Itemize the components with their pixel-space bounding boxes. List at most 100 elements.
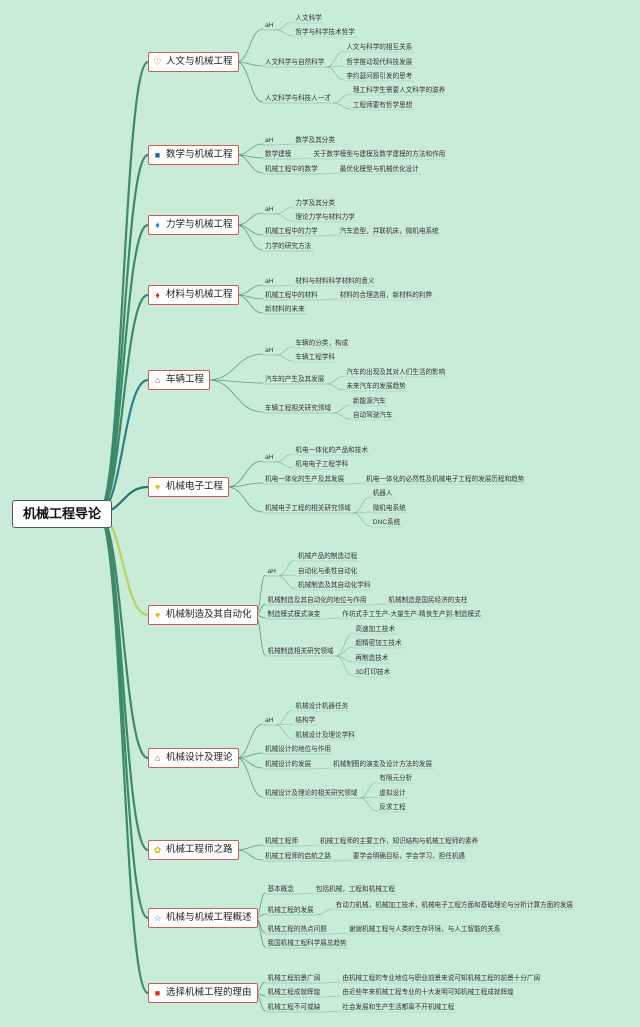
connector-line xyxy=(328,932,347,935)
leaf-topic[interactable]: 作坊式手工生产-大量生产-精良生产到-制造模式 xyxy=(342,611,481,618)
leaf-topic[interactable]: 数学及其分类 xyxy=(295,137,335,144)
leaf-topic[interactable]: 汽车造型，并联机床，微机电系统 xyxy=(339,228,439,235)
subtopic[interactable]: 车辆工程相关研究领域 xyxy=(265,405,331,412)
branch-topic[interactable]: ♡人文与机械工程 xyxy=(148,52,239,72)
leaf-topic[interactable]: 有动力机械，机械加工技术，机械电子工程方面和基础理论与分析计算方面的发展 xyxy=(335,902,574,909)
subtopic[interactable]: aH xyxy=(265,347,274,354)
leaf-topic[interactable]: 机械产品的制造过程 xyxy=(297,553,358,560)
subtopic[interactable]: 力学的研究方法 xyxy=(265,243,312,250)
subtopic[interactable]: aH xyxy=(265,278,274,285)
leaf-topic[interactable]: 理工科学生需要人文科学的滋养 xyxy=(352,87,446,94)
leaf-topic[interactable]: 结构学 xyxy=(295,717,316,724)
leaf-topic[interactable]: 未来汽车的发展趋势 xyxy=(346,383,406,390)
leaf-topic[interactable]: 社会发展和生产生活都离不开机械工程 xyxy=(342,1004,455,1011)
leaf-topic[interactable]: 机械工程师的主要工作，知识结构与机械工程师的素养 xyxy=(319,838,479,845)
leaf-topic[interactable]: 微机电系统 xyxy=(372,505,406,512)
subtopic[interactable]: 我国机械工程科学展总趋势 xyxy=(267,940,347,947)
subtopic[interactable]: 机电一体化的生产及其发展 xyxy=(265,476,345,483)
leaf-topic[interactable]: 自动化与柔性自动化 xyxy=(297,568,358,575)
branch-topic[interactable]: ♦材料与机械工程 xyxy=(148,285,239,305)
leaf-topic[interactable]: 机电一体化的必然性及机械电子工程的发展历程和趋势 xyxy=(366,476,525,483)
subtopic[interactable]: aH xyxy=(265,717,274,724)
branch-topic[interactable]: ♥机械制造及其自动化 xyxy=(148,605,258,625)
subtopic[interactable]: 机械工程成就辉煌 xyxy=(267,989,321,996)
leaf-topic[interactable]: 反求工程 xyxy=(379,804,406,811)
leaf-topic[interactable]: 机械制造是国民经济的支柱 xyxy=(388,597,468,604)
leaf-topic[interactable]: 关于数学模型与建模及数学建模的方法和作用 xyxy=(313,151,446,158)
subtopic[interactable]: 机械设计的地位与作用 xyxy=(265,746,331,753)
subtopic[interactable]: 机械工程中的材料 xyxy=(265,292,318,299)
leaf-topic[interactable]: 机械设计及理论学科 xyxy=(295,732,355,739)
subtopic[interactable]: 基本概念 xyxy=(267,886,294,893)
leaf-topic[interactable]: 机械制图的演变及设计方法的发展 xyxy=(333,761,433,768)
leaf-topic[interactable]: 材料的合理选用，新材料的利弊 xyxy=(339,292,433,299)
branch-topic[interactable]: ⌂机械设计及理论 xyxy=(148,748,239,768)
branch-topic[interactable]: ■数学与机械工程 xyxy=(148,145,239,165)
connector-line xyxy=(326,383,345,391)
subtopic[interactable]: 机械设计的发展 xyxy=(265,761,312,768)
subtopic[interactable]: aH xyxy=(265,22,274,29)
leaf-topic[interactable]: 工程师要有哲学思想 xyxy=(352,102,413,109)
subtopic[interactable]: 新材料的未来 xyxy=(265,306,305,313)
leaf-topic[interactable]: 新能源汽车 xyxy=(352,398,386,405)
branch-topic[interactable]: ♥机械电子工程 xyxy=(148,477,230,497)
subtopic[interactable]: 人文科学与自然科学 xyxy=(265,59,325,66)
branch-topic[interactable]: ☆机械与机械工程概述 xyxy=(148,908,258,928)
leaf-topic[interactable]: 哲学推动现代科技发展 xyxy=(346,59,413,66)
leaf-topic[interactable]: 李约瑟问题引发的思考 xyxy=(346,73,413,80)
leaf-topic[interactable]: 汽车的出现及其对人们生活的影响 xyxy=(346,369,446,376)
leaf-topic[interactable]: 材料与材料科学材料的意义 xyxy=(295,278,375,285)
leaf-topic[interactable]: 机电一体化的产品和技术 xyxy=(295,447,368,454)
subtopic[interactable]: 机械工程的发展 xyxy=(267,907,314,914)
subtopic[interactable]: 机械工程中的力学 xyxy=(265,228,318,235)
leaf-topic[interactable]: 人文科学 xyxy=(295,15,322,22)
subtopic[interactable]: 机械工程不可或缺 xyxy=(267,1004,321,1011)
leaf-topic[interactable]: 理论力学与材料力学 xyxy=(295,214,355,221)
subtopic[interactable]: 机械工程中的数学 xyxy=(265,166,318,173)
subtopic[interactable]: 人文科学与科技人一才 xyxy=(265,95,331,102)
leaf-topic[interactable]: 力学及其分类 xyxy=(295,200,335,207)
leaf-topic[interactable]: DNC系统 xyxy=(372,519,401,526)
subtopic[interactable]: 机械工程师 xyxy=(265,838,298,845)
subtopic[interactable]: 机械设计及理论的相关研究领域 xyxy=(265,790,358,797)
leaf-topic[interactable]: 自动驾驶汽车 xyxy=(352,412,393,419)
leaf-topic[interactable]: 机械制造及其自动化学科 xyxy=(297,582,371,589)
subtopic[interactable]: aH xyxy=(265,137,274,144)
branch-topic[interactable]: ■选择机械工程的理由 xyxy=(148,983,258,1003)
leaf-topic[interactable]: 虚拟设计 xyxy=(379,790,406,797)
subtopic[interactable]: 机械工程师的启航之路 xyxy=(265,853,331,860)
leaf-topic[interactable]: 有限元分析 xyxy=(379,775,413,782)
root-topic[interactable]: 机械工程导论 xyxy=(12,500,113,528)
branch-topic[interactable]: ✿机械工程师之路 xyxy=(148,840,239,860)
leaf-topic[interactable]: 包括机械，工程和机械工程 xyxy=(315,886,395,893)
leaf-topic[interactable]: 机电电子工程学科 xyxy=(295,461,349,468)
leaf-topic[interactable]: 哲学与科学技术哲学 xyxy=(295,29,355,36)
leaf-topic[interactable]: 车辆的分类，构成 xyxy=(295,340,349,347)
branch-topic[interactable]: ⌂车辆工程 xyxy=(148,370,211,390)
subtopic[interactable]: 制造模式模式演变 xyxy=(267,611,321,618)
leaf-topic[interactable]: 人文与科学的相互关系 xyxy=(346,44,413,51)
subtopic[interactable]: aH xyxy=(265,454,274,461)
leaf-topic[interactable]: 谢谢机械工程与人类的生存环境，与人工智能的关系 xyxy=(348,926,501,933)
leaf-topic[interactable]: 车辆工程学科 xyxy=(295,354,335,361)
leaf-topic[interactable]: 由近些年来机械工程专业的十大发明可知机械工程成就辉煌 xyxy=(342,989,514,996)
subtopic[interactable]: 数学建模 xyxy=(265,151,292,158)
leaf-topic[interactable]: 再制造技术 xyxy=(355,655,389,662)
leaf-topic[interactable]: 3D打印技术 xyxy=(355,669,391,676)
subtopic[interactable]: aH xyxy=(265,206,274,213)
subtopic[interactable]: 机械制造相关研究领域 xyxy=(267,648,334,655)
subtopic[interactable]: 机械工程前景广阔 xyxy=(267,975,321,982)
leaf-topic[interactable]: 要学会明确目标，学会学习，担任机遇 xyxy=(352,853,466,860)
branch-topic[interactable]: ♦力学与机械工程 xyxy=(148,215,239,235)
subtopic[interactable]: 汽车的产生及其发展 xyxy=(265,376,325,383)
leaf-topic[interactable]: 高速加工技术 xyxy=(355,626,395,633)
subtopic[interactable]: aH xyxy=(267,568,276,575)
leaf-topic[interactable]: 超精密加工技术 xyxy=(355,640,402,647)
leaf-topic[interactable]: 由机械工程的专业地位与职业前景来说可知机械工程的前景十分广阔 xyxy=(342,975,541,982)
subtopic[interactable]: 机械工程的热点问题 xyxy=(267,926,327,933)
subtopic[interactable]: 机械电子工程的相关研究领域 xyxy=(265,505,351,512)
leaf-topic[interactable]: 最优化模型与机械优化设计 xyxy=(339,166,419,173)
subtopic[interactable]: 机械制造及其自动化的地位与作用 xyxy=(267,597,367,604)
leaf-topic[interactable]: 机械设计机器任务 xyxy=(295,703,349,710)
leaf-topic[interactable]: 机器人 xyxy=(372,490,393,497)
